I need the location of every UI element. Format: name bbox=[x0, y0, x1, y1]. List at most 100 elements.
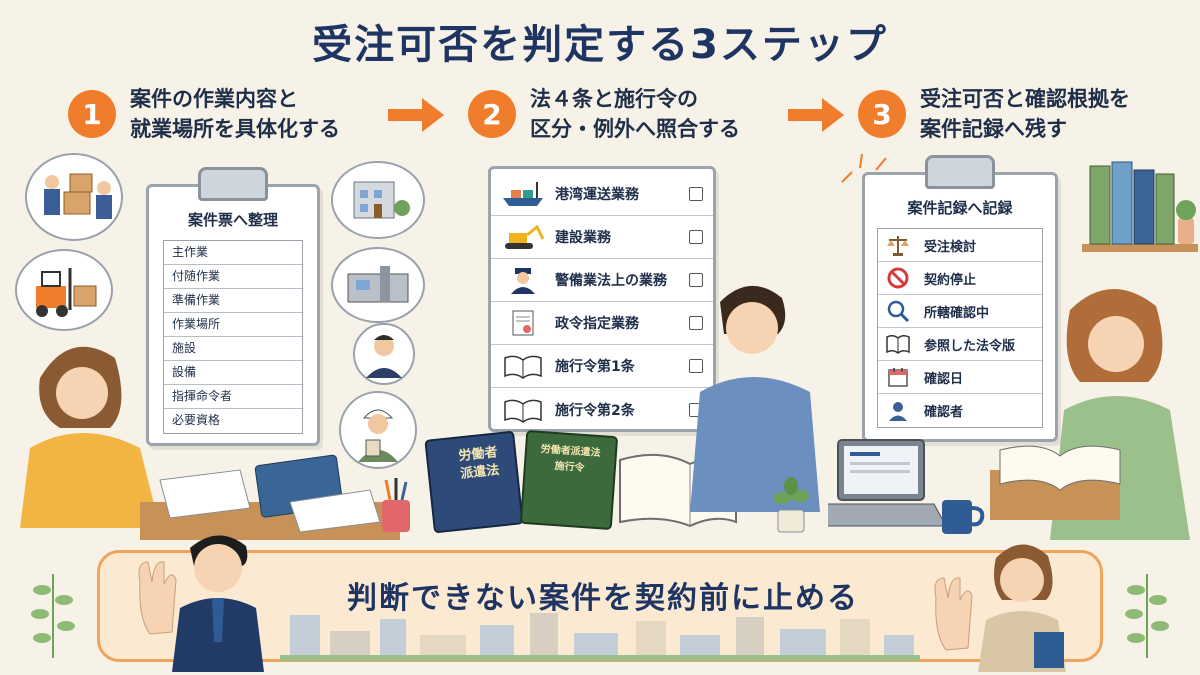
case-sheet-board: 案件票へ整理 主作業 付随作業 準備作業 作業場所 施設 設備 指揮命令者 必要… bbox=[146, 167, 320, 446]
law-row: 港湾運送業務 bbox=[491, 173, 713, 216]
coffee-mug-icon bbox=[942, 500, 985, 534]
record-sheet-list: 受注検討 契約停止 所轄確認中 bbox=[877, 228, 1043, 428]
law-row-label: 施行令第1条 bbox=[555, 359, 635, 375]
prohibit-icon bbox=[887, 267, 909, 289]
pencil-cup-icon bbox=[382, 478, 410, 532]
step-1-text: 案件の作業内容と 就業場所を具体化する bbox=[130, 84, 340, 144]
case-sheet-title: 案件票へ整理 bbox=[187, 211, 278, 229]
step-3-line2: 案件記録へ残す bbox=[920, 117, 1067, 141]
law-row: 政令指定業務 bbox=[491, 302, 713, 345]
step-1-line2: 就業場所を具体化する bbox=[130, 117, 340, 141]
checkbox[interactable] bbox=[689, 187, 703, 201]
scales-icon bbox=[887, 236, 909, 256]
magnifier-icon bbox=[887, 300, 910, 322]
step-2-number: 2 bbox=[468, 90, 516, 138]
law-row-label: 建設業務 bbox=[555, 230, 611, 246]
case-sheet-row: 作業場所 bbox=[164, 313, 302, 337]
record-row-label: 所轄確認中 bbox=[924, 305, 990, 321]
open-book-icon bbox=[886, 334, 910, 354]
record-row-label: 参照した法令版 bbox=[924, 338, 1016, 354]
forklift-illustration bbox=[15, 249, 113, 331]
excavator-icon bbox=[505, 224, 545, 249]
bottom-banner: 判断できない案件を契約前に止める bbox=[97, 550, 1103, 662]
law-row-label: 港湾運送業務 bbox=[555, 187, 639, 203]
equipment-illustration bbox=[331, 247, 425, 323]
record-row: 確認者 bbox=[878, 394, 1042, 427]
record-row: 参照した法令版 bbox=[878, 328, 1042, 361]
step-3-number: 3 bbox=[858, 90, 906, 138]
woman-writing-illustration bbox=[20, 346, 160, 528]
checkbox[interactable] bbox=[689, 273, 703, 287]
manager-avatar bbox=[353, 323, 415, 385]
record-sheet-board: 案件記録へ記録 受注検討 契約停止 bbox=[862, 155, 1058, 442]
record-row: 受注検討 bbox=[878, 229, 1042, 262]
city-skyline-illustration bbox=[280, 613, 920, 661]
arrow-right-icon bbox=[788, 98, 844, 132]
qualified-worker-avatar bbox=[339, 391, 417, 469]
record-row-label: 受注検討 bbox=[924, 239, 977, 255]
record-row-label: 確認者 bbox=[924, 405, 964, 420]
record-row-label: 確認日 bbox=[924, 371, 964, 387]
law-row: 施行令第2条 bbox=[491, 388, 713, 431]
step-2-text: 法４条と施行令の 区分・例外へ照合する bbox=[530, 84, 740, 144]
step-2-header: 2 法４条と施行令の 区分・例外へ照合する bbox=[468, 84, 740, 144]
case-sheet-row: 施設 bbox=[164, 337, 302, 361]
checkbox[interactable] bbox=[689, 316, 703, 330]
ship-icon bbox=[503, 182, 543, 206]
law-row-label: 警備業法上の業務 bbox=[555, 273, 667, 289]
step-3-line1: 受注可否と確認根拠を bbox=[920, 87, 1130, 111]
clipboard-clip bbox=[198, 167, 268, 201]
businessman-stop-illustration bbox=[138, 535, 264, 672]
step-1-number: 1 bbox=[68, 90, 116, 138]
laptop-icon bbox=[828, 439, 947, 527]
open-book-icon bbox=[504, 355, 542, 379]
record-row: 所轄確認中 bbox=[878, 295, 1042, 328]
checkbox[interactable] bbox=[689, 359, 703, 373]
law-row: 警備業法上の業務 bbox=[491, 259, 713, 302]
case-sheet-row: 準備作業 bbox=[164, 289, 302, 313]
leaf-sprig-icon bbox=[1125, 574, 1169, 658]
law-row: 施行令第1条 bbox=[491, 345, 713, 388]
binders-shelf-illustration bbox=[1082, 161, 1198, 252]
leaf-sprig-icon bbox=[31, 574, 75, 658]
desk-notebooks-illustration bbox=[140, 454, 400, 540]
law-checklist-board: 港湾運送業務 建設業務 警備業法上の業務 bbox=[488, 166, 716, 432]
law-row-label: 施行令第2条 bbox=[555, 402, 635, 419]
record-sheet-title: 案件記録へ記録 bbox=[907, 199, 1013, 217]
step-2-line2: 区分・例外へ照合する bbox=[530, 117, 740, 141]
step-3-text: 受注可否と確認根拠を 案件記録へ残す bbox=[920, 84, 1130, 144]
page-title: 受注可否を判定する3ステップ bbox=[312, 22, 888, 68]
building-illustration bbox=[331, 161, 425, 239]
checkbox[interactable] bbox=[689, 230, 703, 244]
case-sheet-row: 設備 bbox=[164, 361, 302, 385]
guard-icon bbox=[511, 268, 535, 294]
step-1-header: 1 案件の作業内容と 就業場所を具体化する bbox=[68, 84, 340, 144]
case-sheet-row: 指揮命令者 bbox=[164, 385, 302, 409]
arrow-right-icon bbox=[388, 98, 444, 132]
banner-message: 判断できない案件を契約前に止める bbox=[347, 581, 859, 616]
woman-recording-illustration bbox=[990, 288, 1190, 540]
case-sheet-row: 主作業 bbox=[164, 241, 302, 265]
open-book-icon bbox=[504, 399, 542, 423]
book-title-haken-law: 労働者 派遣法 bbox=[442, 442, 515, 485]
case-sheet-list: 主作業 付随作業 準備作業 作業場所 施設 設備 指揮命令者 必要資格 bbox=[163, 240, 303, 434]
law-row-label: 政令指定業務 bbox=[555, 316, 639, 332]
person-icon bbox=[889, 401, 907, 421]
record-row: 確認日 bbox=[878, 361, 1042, 394]
document-icon bbox=[512, 310, 534, 336]
warehouse-workers-illustration bbox=[25, 153, 123, 241]
clipboard-clip bbox=[925, 155, 995, 189]
step-2-line1: 法４条と施行令の bbox=[530, 87, 698, 111]
businesswoman-stop-illustration bbox=[934, 544, 1066, 672]
step-3-header: 3 受注可否と確認根拠を 案件記録へ残す bbox=[858, 84, 1130, 144]
case-sheet-row: 必要資格 bbox=[172, 413, 221, 427]
step-1-line1: 案件の作業内容と bbox=[130, 87, 298, 111]
case-sheet-row: 付随作業 bbox=[164, 265, 302, 289]
plant-icon bbox=[773, 477, 809, 533]
law-row: 建設業務 bbox=[491, 216, 713, 259]
man-thinking-illustration bbox=[690, 285, 820, 512]
record-row-label: 契約停止 bbox=[924, 272, 977, 288]
record-row: 契約停止 bbox=[878, 262, 1042, 295]
book-title-enforcement-order: 労働者派遣法 施行令 bbox=[529, 441, 611, 479]
